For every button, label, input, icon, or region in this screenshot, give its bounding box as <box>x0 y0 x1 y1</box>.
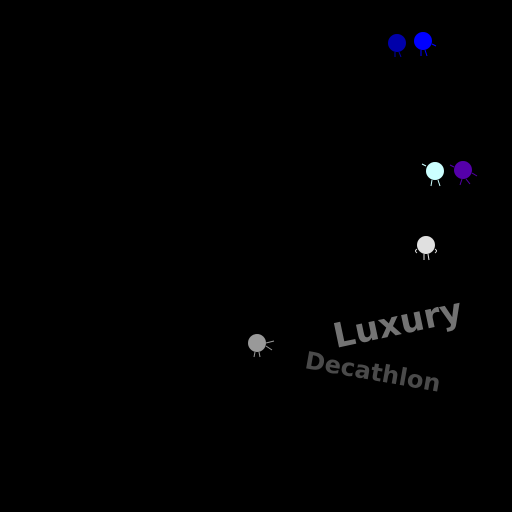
figure-gray-arm <box>265 345 273 351</box>
figure-blue <box>414 32 437 57</box>
figure-purple-arm <box>449 164 455 168</box>
figure-light-cyan-leg <box>430 179 433 187</box>
figure-dark-blue <box>388 34 406 58</box>
figure-purple-leg <box>465 178 471 185</box>
figure-purple-arm <box>471 172 478 177</box>
figure-gray-body <box>248 334 266 352</box>
figure-light-gray-leg <box>427 253 430 261</box>
figure-purple-leg <box>459 178 463 186</box>
figure-light-gray-arm <box>434 248 437 254</box>
figure-light-gray-body <box>417 236 435 254</box>
figure-light-cyan-arm <box>421 163 427 167</box>
figure-blue-body <box>414 32 432 50</box>
figure-gray-arm <box>265 340 275 344</box>
figure-purple-body <box>454 161 472 179</box>
logo-line1: Luxury <box>330 290 466 356</box>
figure-light-cyan-body <box>426 162 444 180</box>
figure-gray <box>248 334 275 358</box>
figure-light-gray <box>415 236 437 261</box>
figure-light-cyan-leg <box>437 179 441 187</box>
figure-dark-blue-leg <box>398 51 402 58</box>
figure-blue-leg <box>424 49 428 57</box>
figure-purple <box>449 161 478 186</box>
figure-light-cyan <box>421 162 444 187</box>
figure-gray-leg <box>258 351 261 358</box>
figure-light-gray-arm <box>415 248 418 254</box>
logo-line2: Decathlon <box>303 346 443 397</box>
figure-gray-leg <box>253 351 256 358</box>
figure-dark-blue-body <box>388 34 406 52</box>
figure-blue-arm <box>431 43 437 47</box>
